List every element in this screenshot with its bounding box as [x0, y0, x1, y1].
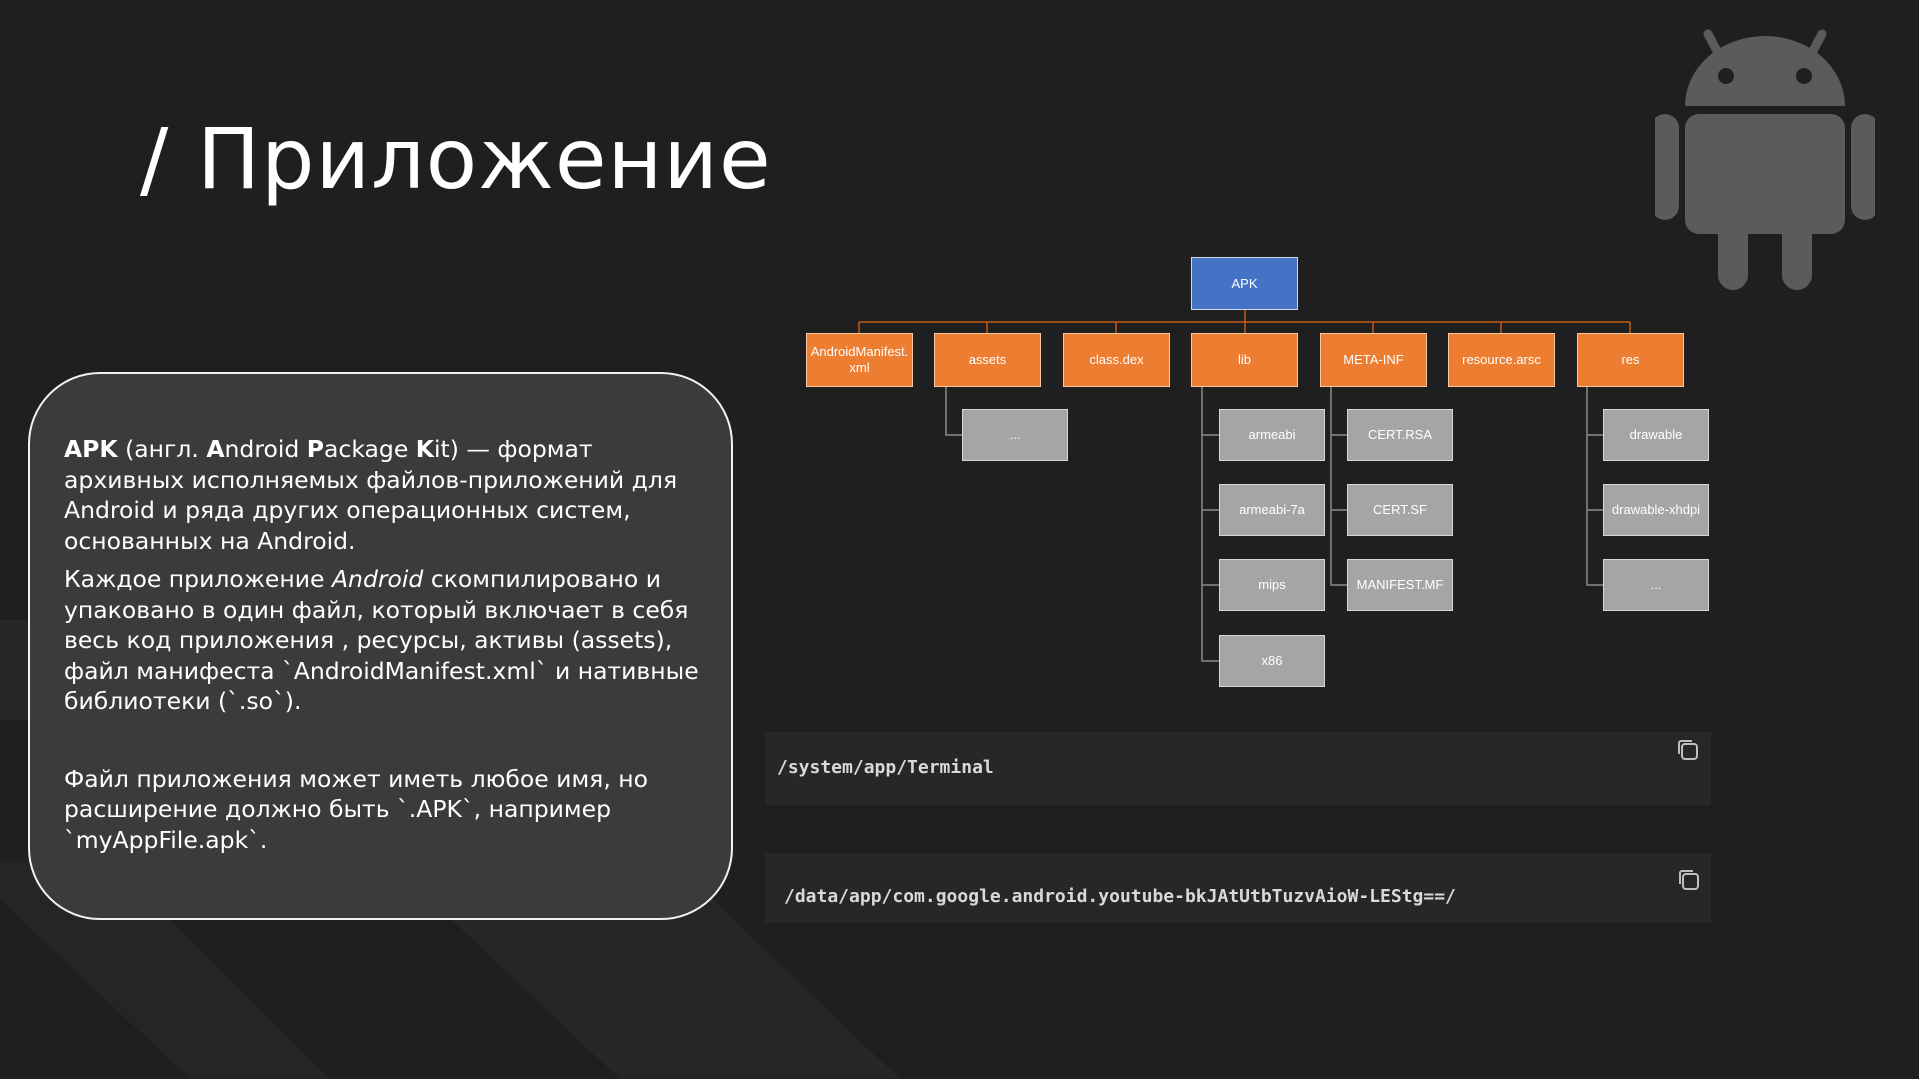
apk-term: APK — [64, 435, 118, 463]
node-assets: assets — [934, 333, 1041, 387]
node-mips: mips — [1219, 559, 1325, 611]
node-drawable-xhdpi: drawable-xhdpi — [1603, 484, 1709, 536]
node-res: res — [1577, 333, 1684, 387]
copy-icon[interactable] — [1676, 867, 1702, 893]
code-block-data-app: /data/app/com.google.android.youtube-bkJ… — [765, 853, 1711, 923]
node-lib: lib — [1191, 333, 1298, 387]
text-run: ackage — [324, 435, 416, 463]
apk-filename-paragraph: Файл приложения может иметь любое имя, н… — [64, 764, 649, 854]
text-run: (англ. — [117, 435, 207, 463]
node-meta-inf: META-INF — [1320, 333, 1427, 387]
node-assets-ellipsis: ... — [962, 409, 1068, 461]
apk-definition-paragraph: APK (англ. Android Package Kit) — формат… — [64, 434, 705, 556]
node-class-dex: class.dex — [1063, 333, 1170, 387]
node-androidmanifest: AndroidManifest. xml — [806, 333, 913, 387]
android-robot-icon — [1655, 29, 1875, 290]
initial-a: A — [206, 435, 225, 463]
node-manifest-mf: MANIFEST.MF — [1347, 559, 1453, 611]
node-resource-arsc: resource.arsc — [1448, 333, 1555, 387]
code-text: /data/app/com.google.android.youtube-bkJ… — [784, 886, 1456, 907]
text-run: скомпилировано и упаковано в один файл, … — [64, 565, 699, 715]
initial-k: K — [415, 435, 434, 463]
node-cert-sf: CERT.SF — [1347, 484, 1453, 536]
node-armeabi-7a: armeabi-7a — [1219, 484, 1325, 536]
apk-info-card: APK (англ. Android Package Kit) — формат… — [28, 372, 733, 920]
copy-icon[interactable] — [1675, 737, 1701, 763]
node-cert-rsa: CERT.RSA — [1347, 409, 1453, 461]
node-armeabi: armeabi — [1219, 409, 1325, 461]
node-drawable: drawable — [1603, 409, 1709, 461]
initial-p: P — [306, 435, 325, 463]
text-run: ndroid — [224, 435, 307, 463]
code-block-system-app: /system/app/Terminal — [765, 732, 1711, 805]
apk-contents-paragraph: Каждое приложение Android скомпилировано… — [64, 564, 705, 717]
code-text: /system/app/Terminal — [777, 757, 994, 778]
node-res-ellipsis: ... — [1603, 559, 1709, 611]
node-apk-root: APK — [1191, 257, 1298, 310]
node-x86: x86 — [1219, 635, 1325, 687]
android-italic: Android — [331, 565, 424, 593]
text-run: Каждое приложение — [64, 565, 332, 593]
slide-title: / Приложение — [140, 110, 772, 208]
text-run: it) — формат архивных исполняемых файлов… — [64, 435, 678, 555]
